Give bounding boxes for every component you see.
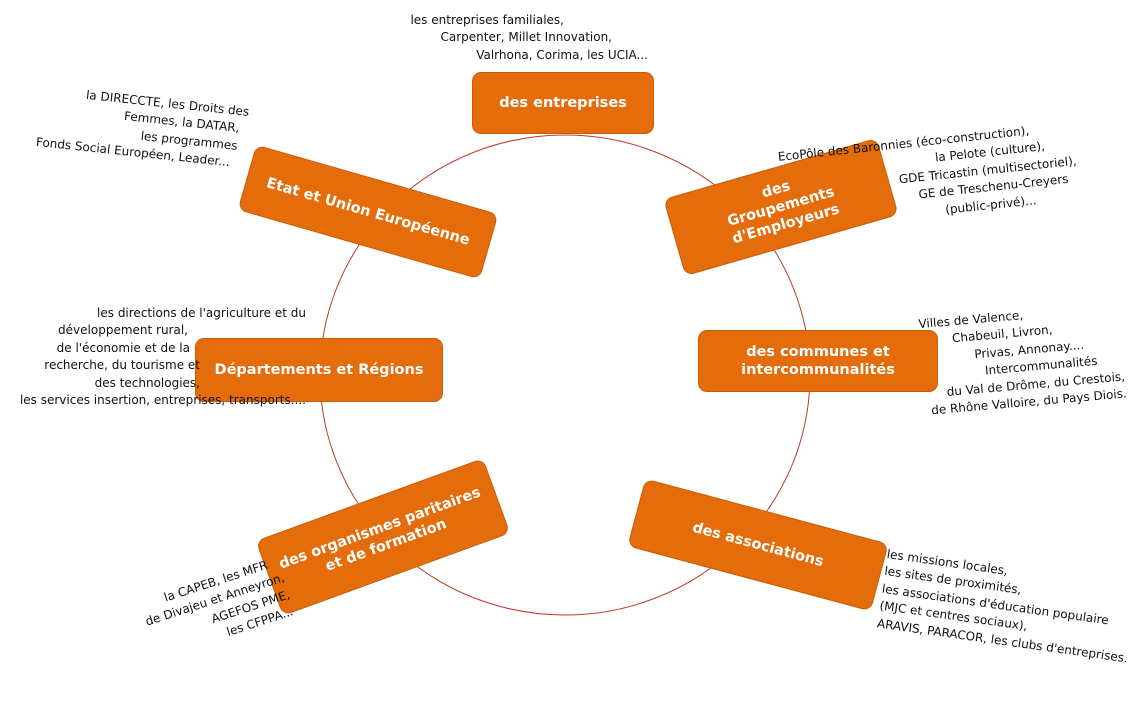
- note-departements-line-2: développement rural,: [58, 323, 188, 338]
- node-communes-line-1: des communes et: [746, 343, 890, 360]
- note-departements-line-5: des technologies,: [94, 375, 200, 390]
- note-departements-line-6: les services insertion, entreprises, tra…: [19, 392, 306, 407]
- note-departements-line-3: de l'économie et de la: [56, 340, 190, 355]
- note-departements-line-1: les directions de l'agriculture et du: [97, 306, 306, 320]
- note-entreprises-line-2: Carpenter, Millet Innovation,: [440, 30, 612, 45]
- note-departements: les directions de l'agriculture et du dé…: [10, 305, 306, 409]
- note-departements-line-4: recherche, du tourisme et: [44, 358, 200, 373]
- node-communes-line-2: intercommunalités: [741, 362, 895, 378]
- node-entreprises: des entreprises: [472, 72, 654, 134]
- note-entreprises-line-1: les entreprises familiales,: [410, 13, 564, 27]
- note-entreprises: les entreprises familiales, Carpenter, M…: [330, 12, 648, 64]
- node-entreprises-line-1: des entreprises: [499, 94, 627, 111]
- node-associations-line-1: des associations: [690, 519, 826, 571]
- node-communes: des communes et intercommunalités: [698, 330, 938, 392]
- node-departements: Départements et Régions: [195, 338, 443, 402]
- note-entreprises-line-3: Valrhona, Corima, les UCIA...: [476, 47, 648, 62]
- node-departements-line-1: Départements et Régions: [214, 361, 424, 378]
- note-communes: Villes de Valence, Chabeuil, Livron, Pri…: [891, 298, 1128, 423]
